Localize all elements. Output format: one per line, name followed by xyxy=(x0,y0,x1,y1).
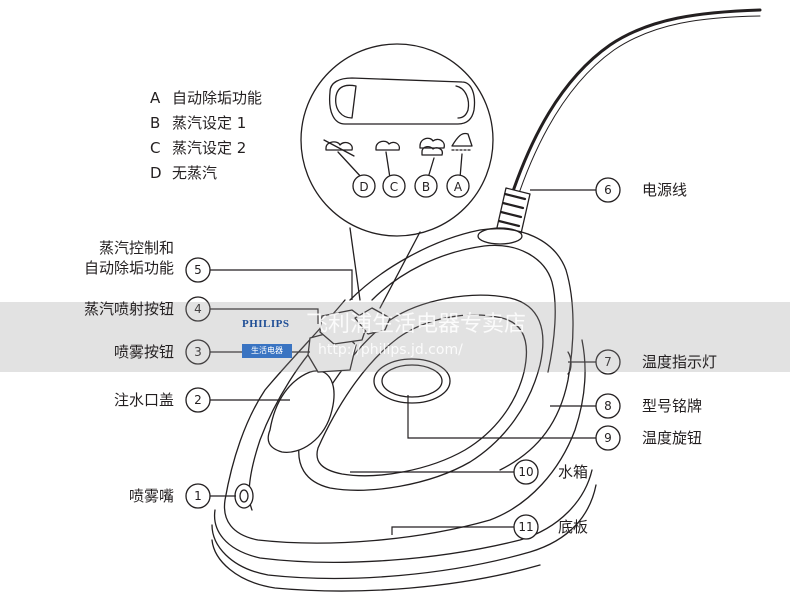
label-filling-cap: 注水口盖 xyxy=(113,391,174,409)
magnifier-circle xyxy=(300,43,494,237)
soleplate xyxy=(213,469,593,563)
legend-text: 蒸汽设定 2 xyxy=(172,139,247,157)
temperature-light xyxy=(567,351,572,375)
watermark-band xyxy=(0,302,790,372)
legend-key: C xyxy=(150,139,161,157)
label-water-tank: 水箱 xyxy=(558,463,589,481)
label-temperature-light: 温度指示灯 xyxy=(642,353,718,371)
steam-control-slider xyxy=(354,307,391,335)
legend-key: B xyxy=(150,114,161,132)
dial-window xyxy=(328,77,476,125)
callout-num-5: 5 xyxy=(194,263,202,277)
callout-num-8: 8 xyxy=(604,399,612,413)
callout-num-9: 9 xyxy=(604,431,612,445)
dial-letter-a: A xyxy=(454,180,463,194)
legend-text: 自动除垢功能 xyxy=(172,89,263,107)
label-steam-control-line2: 自动除垢功能 xyxy=(83,259,174,277)
watermark-logo: PHILIPS 生活电器 xyxy=(236,314,300,366)
legend-text: 蒸汽设定 1 xyxy=(172,114,247,132)
label-temperature-knob: 温度旋钮 xyxy=(642,429,703,447)
callout-num-3: 3 xyxy=(194,345,202,359)
dial-letter-circles xyxy=(352,174,470,198)
watermark-store: 飞利浦生活电器专卖店 xyxy=(306,312,527,337)
callout-circles xyxy=(185,177,621,540)
dial-letter-b: B xyxy=(422,180,430,194)
label-soleplate: 底板 xyxy=(558,518,589,536)
legend-text: 无蒸汽 xyxy=(172,164,218,182)
legend-item-b: B 蒸汽设定 1 xyxy=(150,114,246,132)
callout-num-10: 10 xyxy=(518,465,533,479)
dial-letter-d: D xyxy=(359,180,368,194)
label-power-cord: 电源线 xyxy=(642,181,688,199)
filling-cap xyxy=(267,370,335,453)
power-cord xyxy=(508,8,762,202)
dial-symbols xyxy=(323,132,473,157)
temperature-knob xyxy=(373,358,451,404)
legend-item-c: C 蒸汽设定 2 xyxy=(150,139,246,157)
callout-num-4: 4 xyxy=(194,302,202,316)
label-steam-control-line1: 蒸汽控制和 xyxy=(98,239,174,257)
callout-num-1: 1 xyxy=(194,489,202,503)
watermark-url: http://philips.jd.com/ xyxy=(318,342,463,358)
iron-handle xyxy=(349,228,574,471)
callout-num-2: 2 xyxy=(194,393,202,407)
label-spray-button: 喷雾按钮 xyxy=(113,343,174,361)
dial-letter-c: C xyxy=(390,180,398,194)
legend-item-a: A 自动除垢功能 xyxy=(150,89,262,107)
label-type-plate: 型号铭牌 xyxy=(642,397,703,415)
callout-num-6: 6 xyxy=(604,183,612,197)
watermark-brand: PHILIPS xyxy=(242,318,290,330)
label-steam-boost-button: 蒸汽喷射按钮 xyxy=(83,300,174,318)
iron-body xyxy=(223,299,586,544)
callout-num-7: 7 xyxy=(604,355,612,369)
callout-num-11: 11 xyxy=(518,520,533,534)
legend-item-d: D 无蒸汽 xyxy=(150,164,217,182)
watermark-tag: 生活电器 xyxy=(242,344,292,358)
spray-nozzle xyxy=(234,483,254,509)
callout-leaders xyxy=(210,189,596,535)
legend-key: A xyxy=(150,89,161,107)
legend-key: D xyxy=(150,164,162,182)
label-spray-nozzle: 喷雾嘴 xyxy=(128,487,174,505)
